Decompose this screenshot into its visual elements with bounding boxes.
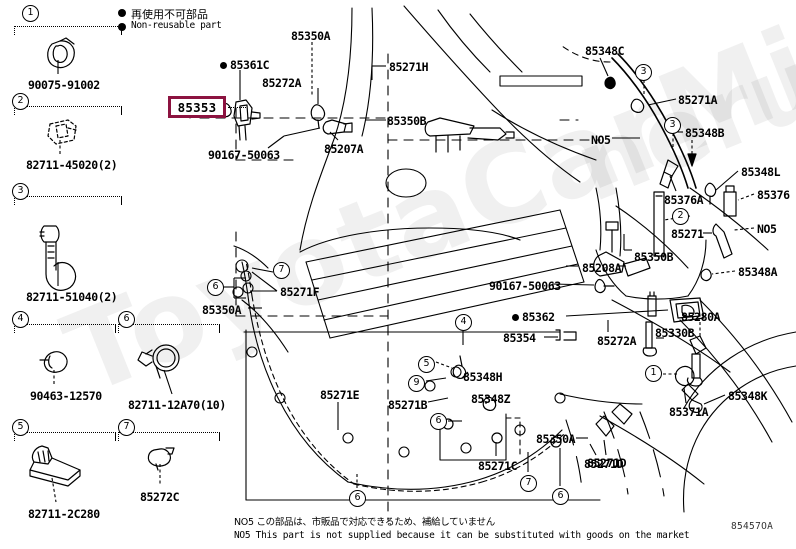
callout-85271[interactable]: 85271 [671, 227, 704, 241]
callout-85271f[interactable]: 85271F [280, 285, 320, 299]
callout-85350b-top[interactable]: 85350B [387, 114, 427, 128]
sidebar-panel-number-7: 7 [118, 419, 135, 436]
legend-label-jp: 再使用不可部品 [131, 8, 208, 21]
ref-marker-5[interactable]: 5 [418, 356, 435, 373]
callout-85280a[interactable]: 85280A [681, 310, 721, 324]
sidebar-panel-number-3: 3 [12, 183, 29, 200]
callout-85272a-mid[interactable]: 85272A [597, 334, 637, 348]
callout-85348z[interactable]: 85348Z [471, 392, 511, 406]
ref-marker-6-a[interactable]: 6 [430, 413, 447, 430]
callout-85350a-bot[interactable]: 85350A [536, 432, 576, 446]
callout-85271a[interactable]: 85271A [678, 93, 718, 107]
footnote-english: NO5 This part is not supplied because it… [234, 530, 690, 541]
ref-marker-1[interactable]: 1 [645, 365, 662, 382]
sidebar-part-number-7[interactable]: 85272C [140, 490, 180, 504]
sidebar-part-number-2[interactable]: 82711-45020(2) [26, 158, 118, 172]
legend-bullet-jp [118, 9, 126, 17]
callout-85272a-top[interactable]: 85272A [262, 76, 302, 90]
callout-85348k[interactable]: 85348K [728, 389, 768, 403]
callout-90167-50063-left[interactable]: 90167-50063 [208, 148, 280, 162]
callout-85330b[interactable]: 85330B [655, 326, 695, 340]
callout-85271d-right[interactable]: 85271D [587, 456, 627, 470]
callout-85354[interactable]: 85354 [503, 331, 536, 345]
ref-marker-6-d[interactable]: 6 [207, 279, 224, 296]
callout-85350b-mid[interactable]: 85350B [634, 250, 674, 264]
footnote-japanese: NO5 この部品は、市販品で対応できるため、補給していません [234, 517, 495, 528]
callout-bullet-85362 [512, 314, 519, 321]
callout-85207a[interactable]: 85207A [324, 142, 364, 156]
sidebar-part-number-4[interactable]: 90463-12570 [30, 389, 102, 403]
sidebar-panel-number-4: 4 [12, 311, 29, 328]
callout-85271d-bot[interactable]: 85271D [584, 457, 624, 471]
sidebar-panel-number-6: 6 [118, 311, 135, 328]
callout-bullet-85361c [220, 62, 227, 69]
sidebar-part-number-3[interactable]: 82711-51040(2) [26, 290, 118, 304]
sheet-code: 85457OA [731, 521, 774, 532]
callout-85348b[interactable]: 85348B [685, 126, 725, 140]
sidebar-panel-number-5: 5 [12, 419, 29, 436]
ref-marker-3-b[interactable]: 3 [664, 117, 681, 134]
selected-part-label: 85353 [177, 99, 217, 115]
sidebar-part-number-5[interactable]: 82711-2C280 [28, 507, 100, 521]
callout-85348a[interactable]: 85348A [738, 265, 778, 279]
callout-85348h[interactable]: 85348H [463, 370, 503, 384]
sidebar-panel-number-1: 1 [22, 5, 39, 22]
sidebar-part-number-6[interactable]: 82711-12A70(10) [128, 398, 226, 412]
sidebar-part-number-1[interactable]: 90075-91002 [28, 78, 100, 92]
callout-85371a[interactable]: 85371A [669, 405, 709, 419]
ref-marker-3-a[interactable]: 3 [635, 64, 652, 81]
callout-85362[interactable]: 85362 [522, 310, 555, 324]
callout-85376a[interactable]: 85376A [664, 193, 704, 207]
callout-85361c[interactable]: 85361C [230, 58, 270, 72]
ref-marker-7-b[interactable]: 7 [273, 262, 290, 279]
legend-label-en: Non-reusable part [131, 20, 222, 31]
ref-marker-2-a[interactable]: 2 [672, 208, 689, 225]
callout-no5-upper[interactable]: NO5 [591, 133, 611, 147]
selected-part-leader [228, 107, 246, 108]
callout-90167-50063-right[interactable]: 90167-50063 [489, 279, 561, 293]
ref-marker-7-a[interactable]: 7 [520, 475, 537, 492]
callout-85348l[interactable]: 85348L [741, 165, 781, 179]
selected-part-highlight[interactable]: 85353 [168, 96, 226, 118]
callout-85350a-mid[interactable]: 85350A [202, 303, 242, 317]
ref-marker-4[interactable]: 4 [455, 314, 472, 331]
callout-85271e[interactable]: 85271E [320, 388, 360, 402]
ref-marker-9[interactable]: 9 [408, 375, 425, 392]
callout-85348c[interactable]: 85348C [585, 44, 625, 58]
ref-marker-6-b[interactable]: 6 [349, 490, 366, 507]
callout-85271h[interactable]: 85271H [389, 60, 429, 74]
legend-bullet-en [118, 23, 126, 31]
callout-85350a-top[interactable]: 85350A [291, 29, 331, 43]
callout-no5-right[interactable]: NO5 [757, 222, 777, 236]
callout-85208a[interactable]: 85208A [582, 261, 622, 275]
sidebar-panel-number-2: 2 [12, 93, 29, 110]
callout-85271b[interactable]: 85271B [388, 398, 428, 412]
ref-marker-6-c[interactable]: 6 [552, 488, 569, 505]
callout-85271c[interactable]: 85271C [478, 459, 518, 473]
callout-85376[interactable]: 85376 [757, 188, 790, 202]
